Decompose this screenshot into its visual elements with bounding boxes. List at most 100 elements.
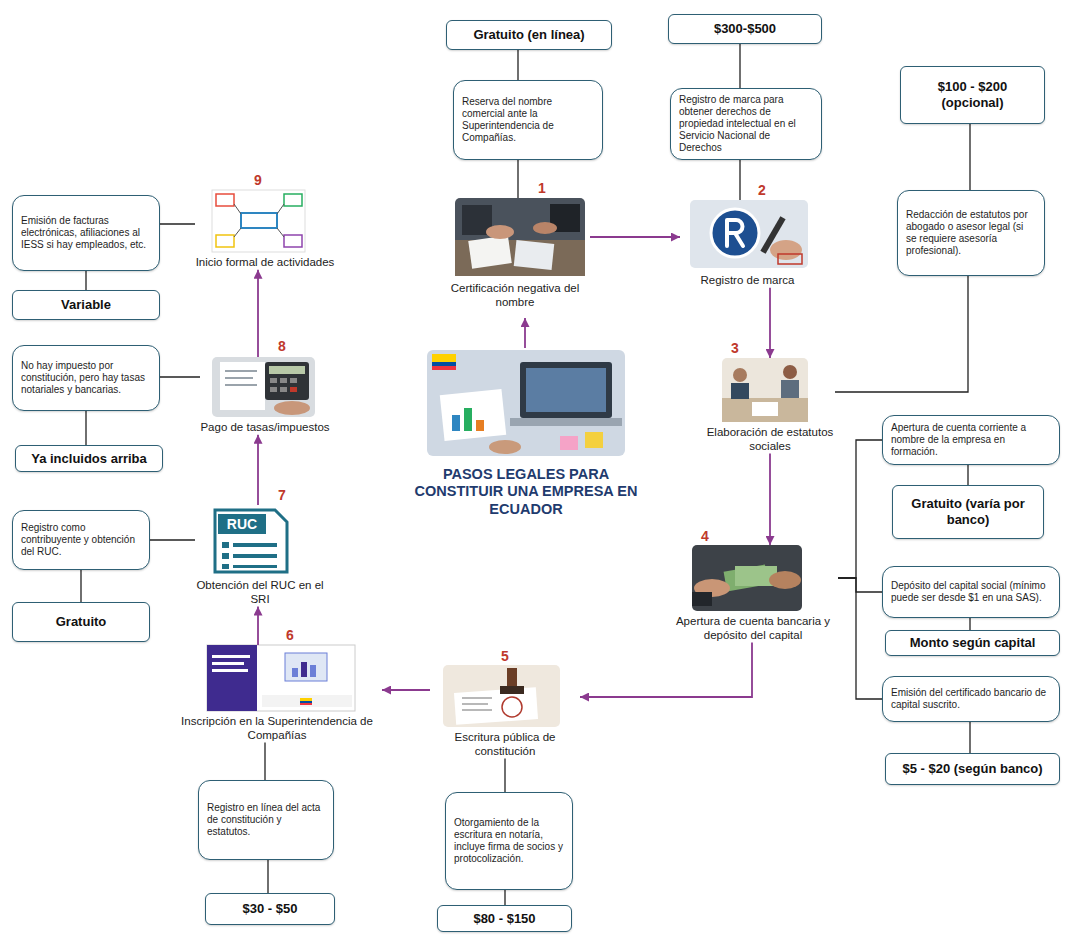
connector-line — [264, 743, 265, 780]
connector-line — [739, 160, 740, 200]
callout-number: 2 — [758, 182, 766, 198]
description-box: Registro en línea del acta de constituci… — [198, 780, 334, 860]
bank-deposit-photo — [769, 571, 801, 589]
step-node: Registro de marca — [680, 200, 815, 288]
description-box: Apertura de cuenta corriente a nombre de… — [882, 415, 1060, 465]
picture-space — [705, 358, 835, 422]
website-screenshot — [212, 655, 250, 658]
meeting-photo — [486, 225, 514, 239]
statutes-photo — [722, 358, 808, 422]
start-arrow — [525, 318, 526, 348]
start-arrow — [524, 318, 526, 348]
cost-text: $5 - $20 (según banco) — [902, 761, 1042, 777]
website-screenshot — [300, 698, 312, 701]
description-box: Depósito del capital social (mínimo pued… — [882, 566, 1060, 618]
central-photo — [526, 368, 606, 412]
bank-deposit-photo — [692, 592, 712, 606]
connector-line — [838, 440, 882, 578]
connector-line — [504, 890, 505, 905]
connector-line — [85, 411, 86, 445]
step-node: Pago de tasas/impuestos — [200, 357, 330, 435]
website-screenshot — [310, 665, 316, 677]
business-plan-sketch — [212, 190, 305, 252]
step-caption: Obtención del RUC en el SRI — [195, 579, 325, 607]
central-photo — [432, 362, 456, 366]
cost-text: $30 - $50 — [243, 901, 298, 917]
website-screenshot — [212, 669, 248, 672]
description-text: Depósito del capital social (mínimo pued… — [891, 580, 1051, 604]
meeting-photo — [468, 235, 512, 268]
website-screenshot — [300, 701, 312, 703]
connector-line — [838, 578, 882, 699]
step-arrow — [590, 236, 680, 238]
central-photo — [427, 350, 625, 456]
taxes-photo — [270, 387, 277, 392]
taxes-photo — [265, 362, 309, 400]
ruc-icon — [233, 543, 277, 547]
meeting-photo — [455, 198, 585, 276]
central-photo — [452, 415, 460, 431]
business-plan-sketch — [216, 235, 234, 247]
step-arrow — [257, 435, 259, 505]
picture-space — [195, 190, 335, 252]
central-photo — [476, 420, 484, 431]
cost-box: $100 - $200 (opcional) — [900, 66, 1045, 124]
statutes-photo — [733, 368, 747, 382]
ruc-icon — [233, 554, 277, 558]
description-text: Redacción de estatutos por abogado o ase… — [906, 209, 1036, 257]
cost-box: Ya incluidos arriba — [15, 445, 163, 472]
bank-deposit-photo — [692, 545, 802, 611]
taxes-photo — [269, 366, 305, 374]
taxes-photo — [290, 378, 297, 383]
website-screenshot — [300, 703, 312, 705]
taxes-photo — [270, 378, 277, 383]
connector-line — [160, 376, 200, 377]
description-text: Apertura de cuenta corriente a nombre de… — [891, 422, 1051, 458]
cost-box: Gratuito (varía por banco) — [892, 485, 1044, 539]
picture-space — [430, 665, 580, 727]
callout-number: 9 — [254, 172, 262, 188]
connector-line — [517, 160, 518, 198]
ruc-icon — [215, 510, 287, 572]
connector-line — [835, 276, 968, 392]
picture-space — [172, 645, 382, 711]
meeting-photo — [514, 240, 555, 270]
step-node: Inscripción en la Superintendencia de Co… — [172, 645, 382, 743]
picture-space — [200, 357, 330, 417]
step-arrow — [257, 607, 259, 645]
website-screenshot — [212, 662, 244, 665]
website-screenshot — [207, 645, 257, 711]
step-caption: Apertura de cuenta bancaria y depósito d… — [668, 615, 838, 643]
taxes-photo — [290, 387, 297, 392]
notary-photo — [443, 665, 560, 727]
statutes-photo — [722, 398, 808, 422]
central-photo — [432, 354, 456, 362]
taxes-photo — [280, 378, 287, 383]
connector-line — [160, 223, 195, 224]
cost-box: Variable — [12, 290, 160, 320]
cost-box: Gratuito — [12, 602, 150, 642]
business-plan-sketch — [284, 235, 302, 247]
central-photo — [489, 440, 521, 454]
ruc-icon — [222, 542, 229, 548]
cost-box: $5 - $20 (según banco) — [885, 753, 1060, 785]
description-box: No hay impuesto por constitución, pero h… — [12, 345, 160, 411]
callout-number: 1 — [538, 180, 546, 196]
connector-line — [504, 759, 505, 792]
statutes-photo — [783, 365, 797, 379]
description-text: No hay impuesto por constitución, pero h… — [21, 360, 151, 396]
business-plan-sketch — [284, 194, 302, 206]
trademark-photo — [770, 240, 802, 260]
notary-photo — [462, 709, 492, 711]
cost-text: Monto según capital — [910, 635, 1036, 651]
description-text: Reserva del nombre comercial ante la Sup… — [462, 96, 594, 144]
statutes-photo — [752, 402, 778, 416]
description-box: Emisión del certificado bancario de capi… — [882, 676, 1060, 722]
connector-line — [739, 44, 740, 88]
connector-line — [969, 618, 970, 630]
cost-text: $80 - $150 — [473, 911, 535, 927]
step-node: Elaboración de estatutos sociales — [705, 358, 835, 454]
description-box: Registro de marca para obtener derechos … — [670, 88, 822, 160]
step-arrow — [382, 689, 430, 691]
callout-number: 5 — [501, 648, 509, 664]
